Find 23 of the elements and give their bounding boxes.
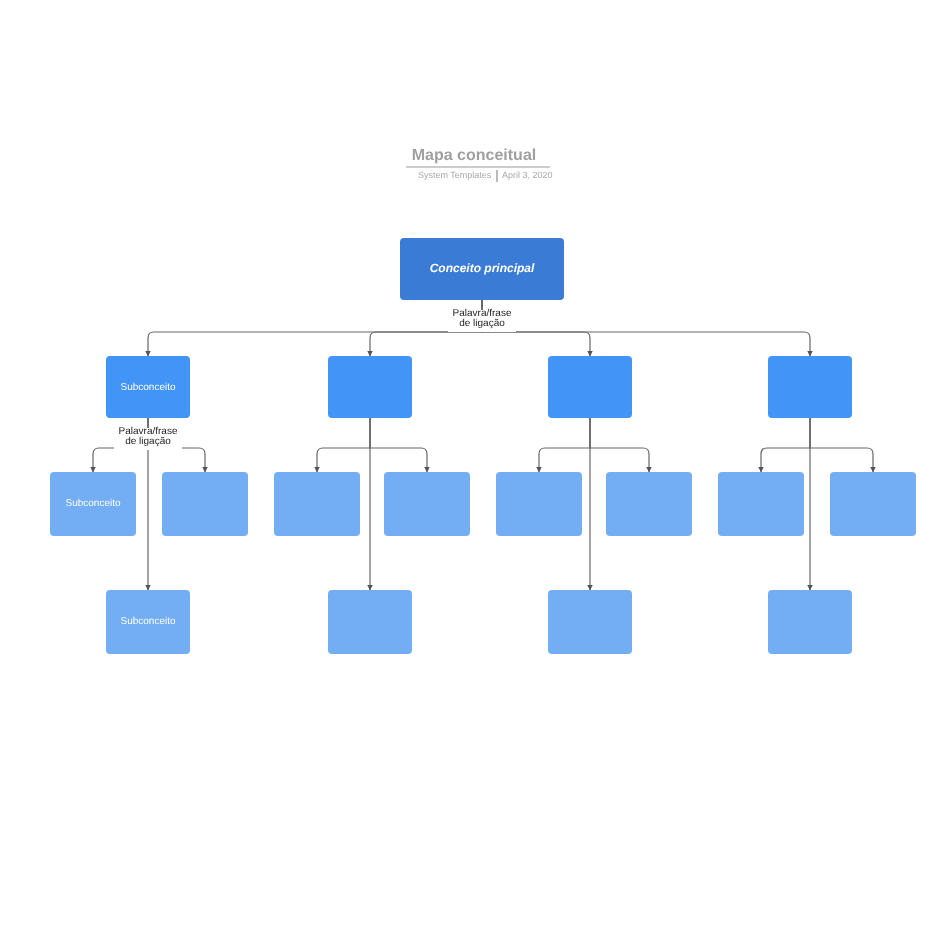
subconcept-box [328, 590, 412, 654]
subconcept-box [50, 472, 136, 536]
subconcept-box [606, 472, 692, 536]
subconcept-box [496, 472, 582, 536]
concept-box [548, 356, 632, 418]
connector-arrow [145, 417, 151, 591]
subconcept-box [274, 472, 360, 536]
main-concept-box [400, 238, 564, 300]
subconcept-box [768, 590, 852, 654]
subconcept-box [384, 472, 470, 536]
concept-box [768, 356, 852, 418]
subconcept-box [548, 590, 632, 654]
connector-arrow [481, 299, 813, 357]
diagram-title: Mapa conceitual [409, 146, 539, 164]
subconcept-box [830, 472, 916, 536]
concept-box [328, 356, 412, 418]
connector-arrow [807, 417, 813, 591]
connector-arrow [367, 417, 373, 591]
connector-arrow [587, 417, 593, 591]
subconcept-box [106, 590, 190, 654]
concept-box [106, 356, 190, 418]
subconcept-box [162, 472, 248, 536]
subconcept-box [718, 472, 804, 536]
